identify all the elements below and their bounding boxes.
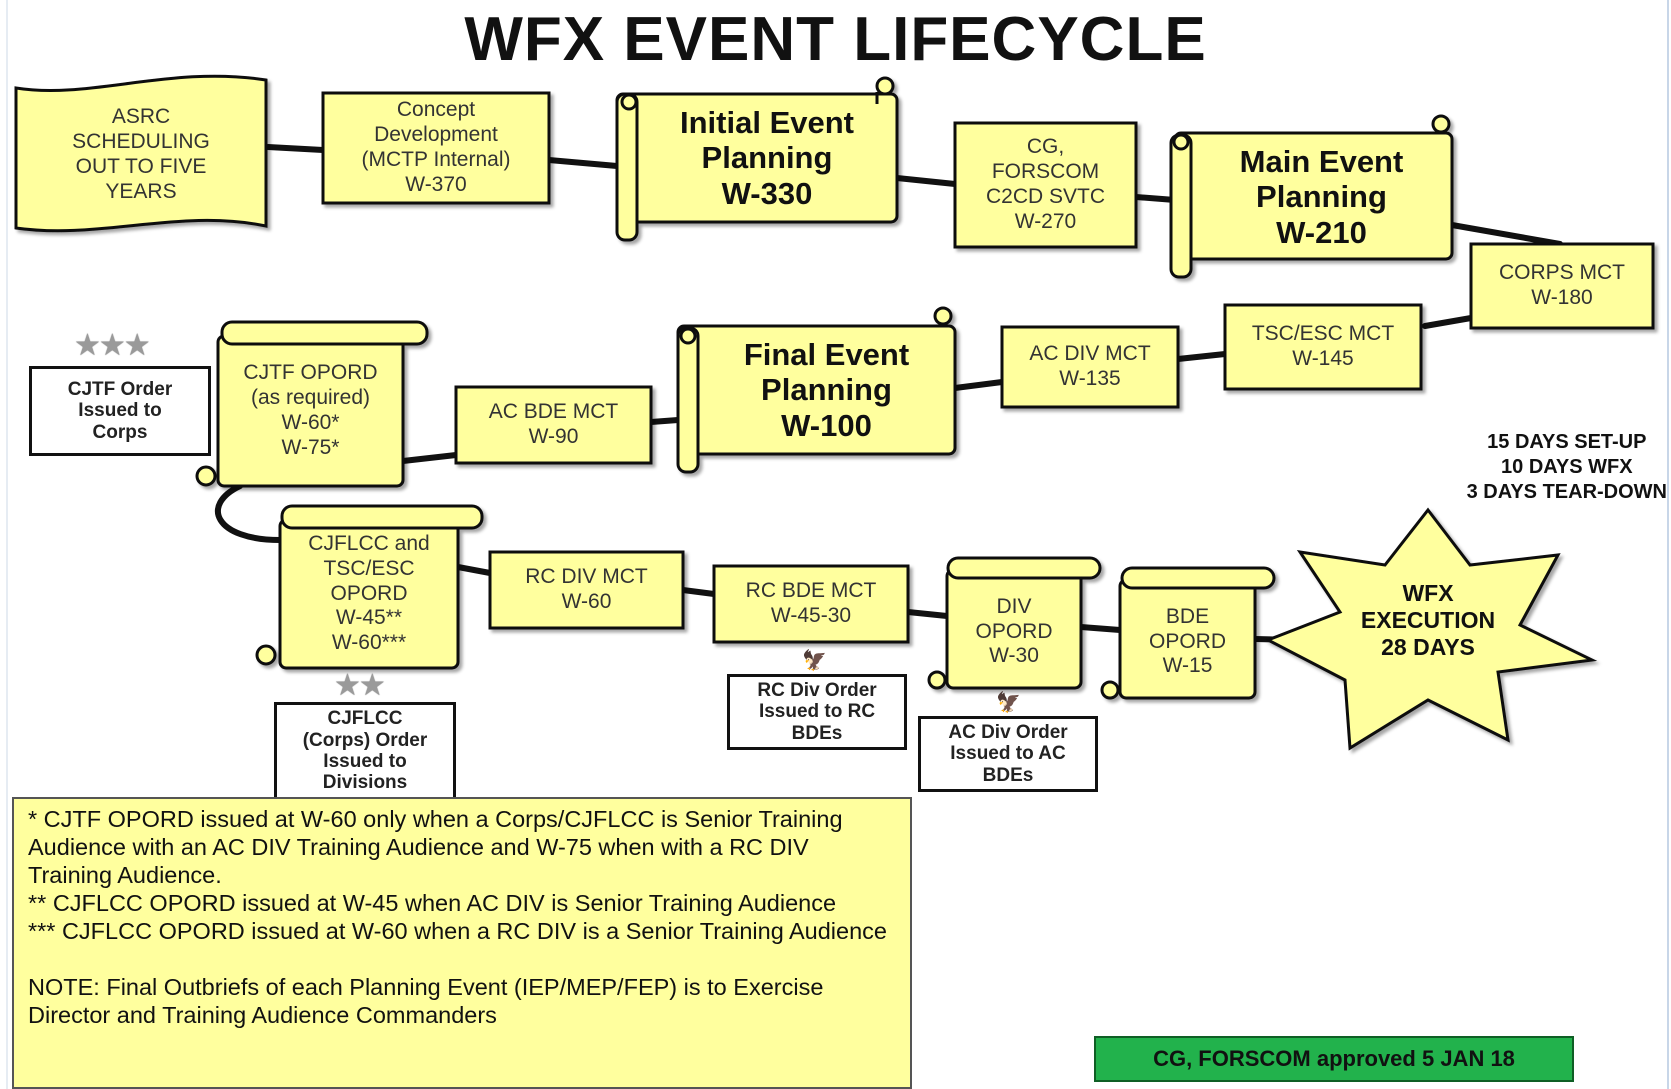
connector-div-bde <box>1078 624 1123 633</box>
page-title: WFX EVENT LIFECYCLE <box>464 5 1207 74</box>
rc-bde-mct-box-shape <box>712 564 910 644</box>
fep-scroll-shape <box>676 306 957 474</box>
left-frame-line <box>6 0 8 1089</box>
footnote-cjflcc-rc: *** CJFLCC OPORD issued at W-60 when a R… <box>28 918 887 944</box>
connector-acdiv-fep <box>952 379 1005 391</box>
cjtf-opord-scroll-shape <box>195 320 429 488</box>
ac-bde-mct-box-shape <box>454 385 653 465</box>
right-frame-line <box>1667 0 1669 1089</box>
connector-mep-corps <box>1449 222 1563 247</box>
concept-box-shape <box>321 91 551 205</box>
connector-rcbde-div <box>905 609 950 619</box>
ac-colonel-eagle-icon: 🦅 <box>996 690 1021 714</box>
footnotes-panel: * CJTF OPORD issued at W-60 only when a … <box>12 797 912 1089</box>
footnote-cjflcc-ac: ** CJFLCC OPORD issued at W-45 when AC D… <box>28 890 837 916</box>
connector-cjtf-cjflcc <box>214 483 283 543</box>
cjtf-opord-node: CJTF OPORD(as required)W-60*W-75* <box>243 361 378 459</box>
connector-rcdiv-rcbde <box>680 587 717 597</box>
connector-tsc-acdiv <box>1175 351 1228 362</box>
connector-fep-acbde <box>648 417 681 425</box>
cjflcc-opord-scroll-shape <box>255 504 484 670</box>
connector-iep-svtc <box>894 175 958 187</box>
tsc-mct-box-shape <box>1223 303 1423 391</box>
wfx-star-shape <box>1264 507 1598 751</box>
iep-scroll-shape <box>615 76 899 242</box>
ac-div-mct-box-shape <box>1000 325 1180 409</box>
rc-div-mct-box-shape <box>488 550 685 630</box>
connector-asrc-concept <box>265 144 326 153</box>
div-opord-scroll-shape <box>927 556 1102 690</box>
approval-badge: CG, FORSCOM approved 5 JAN 18 <box>1094 1036 1574 1082</box>
connector-concept-iep <box>546 157 620 169</box>
corps-mct-box-shape <box>1469 242 1655 330</box>
three-star-rank-icon: ★★★ <box>74 328 151 363</box>
connector-svtc-mep <box>1133 194 1178 203</box>
connector-cjflcc-rcdiv <box>455 564 493 576</box>
svtc-box-shape <box>953 121 1138 249</box>
connector-acbde-cjtf <box>400 452 459 464</box>
footnote-cjtf: * CJTF OPORD issued at W-60 only when a … <box>28 806 843 888</box>
mep-scroll-shape <box>1169 114 1454 279</box>
rc-colonel-eagle-icon: 🦅 <box>802 648 827 672</box>
asrc-banner-shape <box>14 74 268 233</box>
footnote-note: NOTE: Final Outbriefs of each Planning E… <box>28 974 824 1028</box>
connector-corps-tsc <box>1422 315 1474 329</box>
two-star-rank-icon: ★★ <box>334 668 386 703</box>
bde-opord-scroll-shape <box>1100 566 1276 700</box>
